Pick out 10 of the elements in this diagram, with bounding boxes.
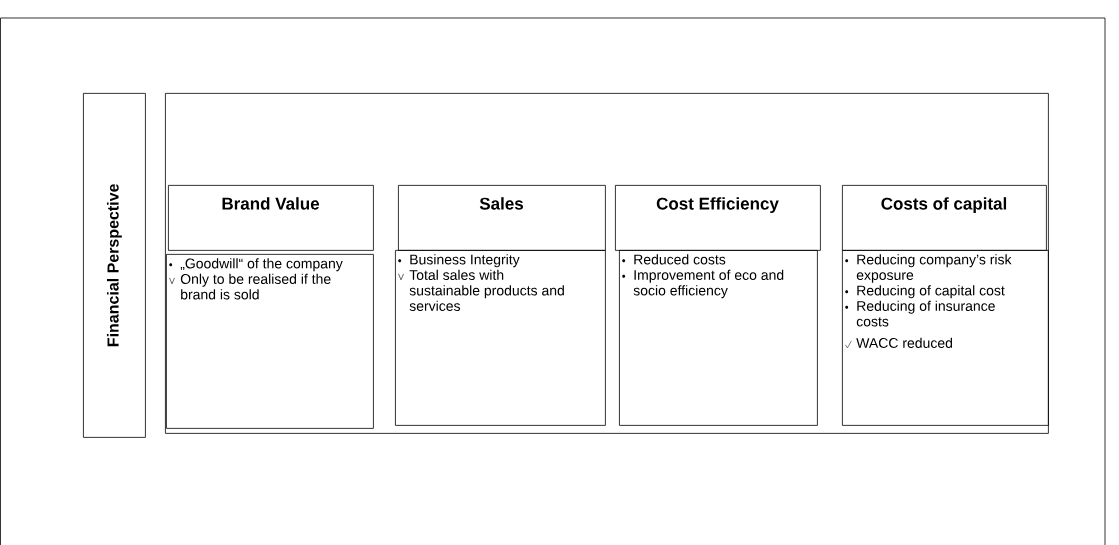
- header-box: Costs of capital: [842, 185, 1047, 251]
- bullet-list-box: Reduced costs Improvement of eco and socio efficiency: [619, 250, 818, 426]
- bullet-list-box: Business Integrity Total sales with sustainable products and services: [395, 250, 606, 426]
- bullet-list-box: Reducing company’s risk exposure Reducing of capital cost Reducing of insurance costs WACC reduced: [842, 250, 1049, 426]
- panel-box: [165, 93, 1049, 434]
- header-box: Brand Value: [168, 185, 374, 251]
- header-box: Cost Efficiency: [615, 185, 821, 251]
- bullet-list-box: „Goodwill“ of the company Only to be realised if the brand is sold: [166, 254, 374, 429]
- header-box: Sales: [398, 185, 606, 251]
- perspective-box: Financial Perspective: [83, 93, 146, 438]
